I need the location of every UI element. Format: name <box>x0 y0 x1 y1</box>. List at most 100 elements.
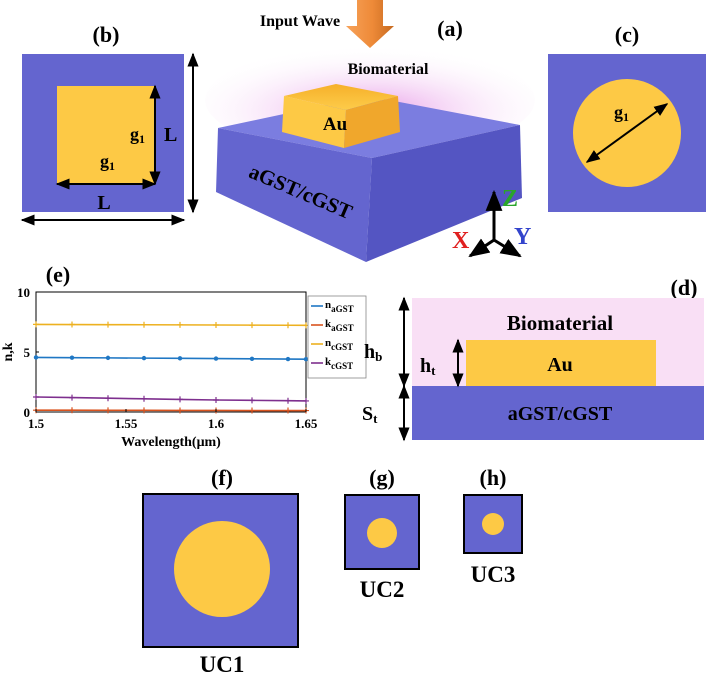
data-point <box>33 321 39 328</box>
legend-entry: ncGST <box>325 337 353 352</box>
panel-c-label: (c) <box>615 22 639 47</box>
data-point <box>213 397 219 403</box>
uc2-substrate <box>344 494 420 570</box>
biomaterial-layer-label: Biomaterial <box>507 311 613 335</box>
data-point <box>105 395 111 402</box>
au-layer <box>466 340 656 386</box>
ht-label: ht <box>420 355 436 378</box>
data-point <box>177 396 183 403</box>
x-tick-label: 1.6 <box>208 416 225 431</box>
y-tick-label: 0 <box>24 405 31 420</box>
x-axis-arrow <box>468 238 495 258</box>
biomaterial-3d-label: Biomaterial <box>348 61 429 78</box>
chart-legend: naGST kaGST ncGST kcGST <box>307 295 367 379</box>
y-axis-label: Y <box>514 224 531 250</box>
uc2-name: UC2 <box>360 577 405 602</box>
data-point <box>249 407 255 414</box>
data-point <box>213 322 219 328</box>
y-axis-arrow <box>493 238 522 258</box>
data-point <box>33 355 39 360</box>
data-point <box>141 395 147 402</box>
data-point <box>249 356 255 362</box>
substrate-layer <box>412 386 704 440</box>
input-wave-arrow <box>346 0 394 48</box>
panel-e-label: (e) <box>46 262 70 287</box>
panel-f-label: (f) <box>211 465 233 490</box>
chart-ticks: 1.5 1.55 1.6 1.65 0 5 10 <box>17 285 318 431</box>
data-point <box>177 407 183 414</box>
panel-b-label: (b) <box>93 22 120 47</box>
data-point <box>213 356 219 361</box>
panel-e: (e) 1.5 1.55 1.6 1.65 0 5 10 Wavelength(μm) n,… <box>1 262 367 450</box>
substrate-front-face <box>216 128 372 262</box>
uc1-au-disk <box>174 521 270 617</box>
x-tick-label: 1.65 <box>295 416 318 431</box>
g1-diameter-arrow <box>585 103 669 163</box>
y-tick-label: 5 <box>24 345 31 360</box>
data-point <box>105 321 111 328</box>
data-point <box>285 407 291 414</box>
panel-h-label: (h) <box>480 465 507 490</box>
uc1-name: UC1 <box>200 652 245 674</box>
au-front-face <box>282 96 346 148</box>
legend-entry: kcGST <box>325 356 353 371</box>
x-tick-label: 1.5 <box>28 416 45 431</box>
data-point <box>141 407 147 414</box>
data-point <box>303 397 309 404</box>
coordinate-axes: Z X Y <box>452 186 531 258</box>
legend-box <box>307 295 367 379</box>
z-axis-label: Z <box>502 186 518 212</box>
data-point <box>303 357 309 362</box>
data-point <box>285 322 291 329</box>
panel-a: (a) Input Wave Biomaterial Au aGST/cGST … <box>205 0 535 262</box>
au-layer-label: Au <box>547 354 573 376</box>
square-au-patch <box>57 86 155 184</box>
data-point <box>177 321 183 328</box>
chart-marks <box>33 321 309 414</box>
L-label-bottom: L <box>97 192 110 214</box>
au-side-face <box>344 96 400 148</box>
chart-plot-area <box>35 291 307 413</box>
st-label: St <box>362 403 378 426</box>
au-top-face <box>284 84 398 110</box>
au-3d-label: Au <box>323 114 348 135</box>
x-tick-label: 1.55 <box>115 416 138 431</box>
legend-entry: naGST <box>325 299 354 314</box>
substrate-layer-label: aGST/cGST <box>508 403 613 425</box>
x-axis-label: X <box>452 228 470 254</box>
y-tick-label: 10 <box>17 285 30 300</box>
legend-entry: kaGST <box>325 318 354 333</box>
unit-cell-uc1: (f) UC1 <box>142 465 299 674</box>
substrate-side-face <box>366 125 522 262</box>
data-point <box>105 407 111 414</box>
hb-label: hb <box>364 341 382 364</box>
data-point <box>69 355 75 360</box>
panel-b: (b) g1 g1 L L <box>20 22 199 226</box>
panel-g-label: (g) <box>369 465 395 490</box>
uc3-au-disk <box>482 513 504 535</box>
input-wave-label: Input Wave <box>260 13 340 30</box>
L-label-right: L <box>164 124 177 146</box>
unit-cell-uc2: (g) UC2 <box>344 465 420 602</box>
data-point <box>33 394 39 400</box>
g1-label-right: g1 <box>130 124 145 146</box>
data-point <box>249 397 255 404</box>
data-point <box>141 321 147 328</box>
data-point <box>69 407 75 414</box>
uc3-name: UC3 <box>471 562 516 587</box>
panel-d: (d) Biomaterial Au aGST/cGST hb ht St <box>362 275 704 442</box>
chart-y-axis-label: n,k <box>1 342 16 361</box>
g1-label-bottom: g1 <box>100 151 115 173</box>
chart-x-axis-label: Wavelength(μm) <box>121 435 221 450</box>
data-point <box>285 356 291 362</box>
data-point <box>249 322 255 329</box>
data-point <box>69 394 75 401</box>
panel-c: (c) g1 <box>548 22 706 212</box>
series-line-n-cGST <box>35 323 307 327</box>
data-point <box>141 355 147 361</box>
panel-d-label: (d) <box>671 275 698 300</box>
data-point <box>105 355 111 361</box>
uc2-au-disk <box>367 518 397 548</box>
unit-cell-uc3: (h) UC3 <box>463 465 523 587</box>
